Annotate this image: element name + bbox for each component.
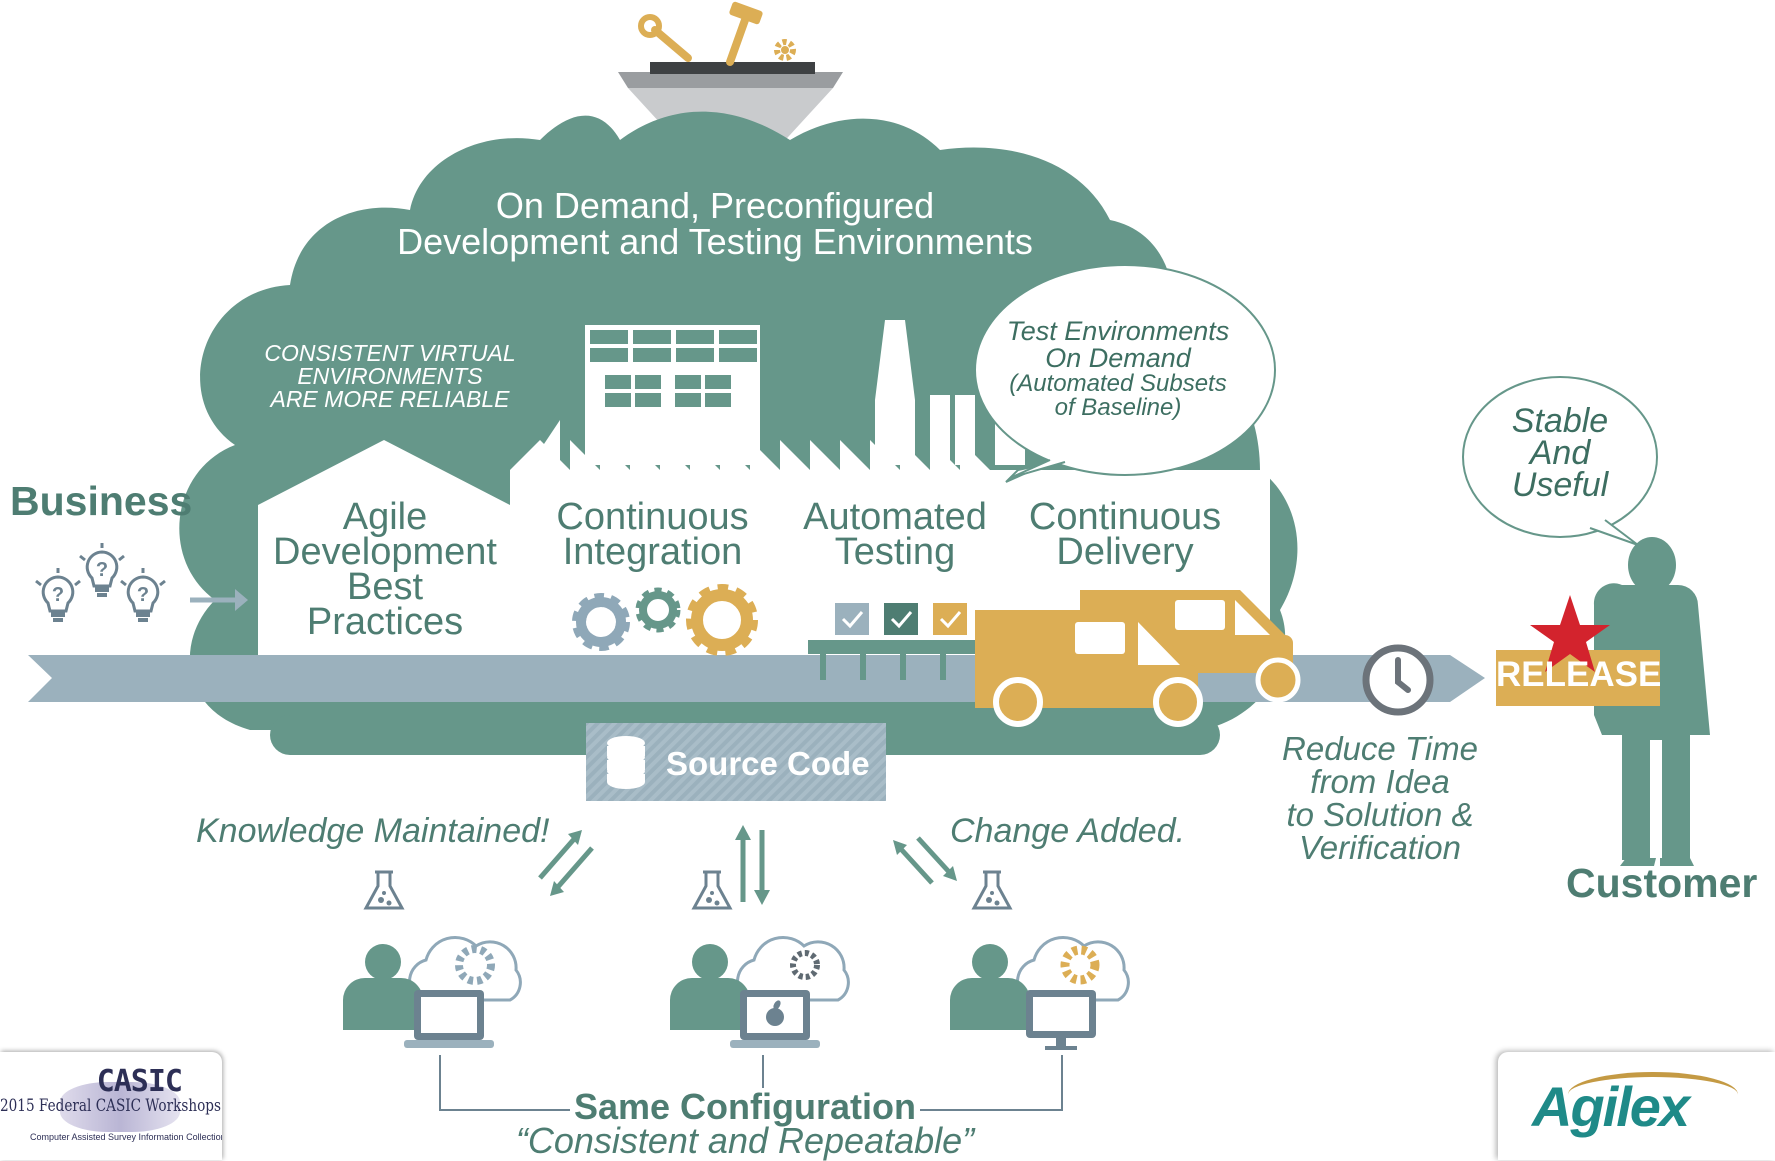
- agilex-logo: Agilex: [1498, 1052, 1775, 1160]
- reduce-time-text: Reduce Time from Idea to Solution & Veri…: [1270, 732, 1490, 864]
- stage-integration: Continuous Integration: [530, 496, 775, 573]
- customer-label: Customer: [1566, 860, 1758, 906]
- reduce-line4: Verification: [1298, 829, 1462, 866]
- flask-icon: [692, 870, 732, 910]
- hammer-icon: [726, 1, 763, 66]
- laptop-icon: [404, 990, 494, 1048]
- stage-testing-line2: Testing: [834, 531, 956, 573]
- virtual-line3: ARE MORE RELIABLE: [270, 386, 510, 412]
- checkbox-icon: [884, 603, 918, 635]
- source-code-label: Source Code: [666, 745, 870, 782]
- delivery-van-icon: [975, 610, 1203, 727]
- stage-agile-line4: Practices: [306, 601, 464, 643]
- consistent-repeatable-label: “Consistent and Repeatable”: [515, 1120, 975, 1161]
- stage-integration-line2: Integration: [562, 531, 743, 573]
- source-code-bar: [586, 723, 886, 801]
- reduce-line1: Reduce Time: [1282, 730, 1478, 767]
- gear-icon: [686, 584, 758, 656]
- apple-icon: [766, 1000, 784, 1026]
- business-label: Business: [10, 478, 193, 524]
- casic-logo-graphic: [60, 1082, 180, 1132]
- cloud-title-line2: Development and Testing Environments: [397, 221, 1033, 262]
- factory-windows: [590, 330, 757, 407]
- stage-testing: Automated Testing: [780, 496, 1010, 573]
- knowledge-label: Knowledge Maintained!: [196, 812, 550, 850]
- stage-testing-line1: Automated: [803, 496, 987, 538]
- reduce-line3: to Solution &: [1286, 796, 1474, 833]
- developer-workstation-2: [670, 935, 850, 1048]
- wrench-icon: [638, 14, 692, 62]
- database-icon: [607, 736, 645, 789]
- test-bubble-line4: of Baseline): [1054, 394, 1182, 421]
- same-configuration-label: Same Configuration: [570, 1088, 920, 1126]
- test-bubble-line3: (Automated Subsets: [1009, 370, 1227, 397]
- stage-integration-line1: Continuous: [556, 496, 749, 538]
- casic-logo-subtitle: 2015 Federal CASIC Workshops: [0, 1096, 221, 1116]
- virtual-environments-note: CONSISTENT VIRTUAL ENVIRONMENTS ARE MORE…: [230, 342, 550, 411]
- casic-logo: CASIC 2015 Federal CASIC Workshops Compu…: [0, 1052, 222, 1160]
- casic-logo-caption: Computer Assisted Survey Information Col…: [30, 1132, 222, 1142]
- agilex-swoosh: [1568, 1072, 1738, 1117]
- test-bubble-text: Test Environments On Demand (Automated S…: [968, 318, 1268, 420]
- small-gear-icon: [774, 39, 796, 61]
- laptop-icon: [730, 990, 820, 1048]
- cloud-title: On Demand, Preconfigured Development and…: [300, 188, 1130, 260]
- reduce-line2: from Idea: [1310, 763, 1450, 800]
- agilex-wordmark: Agilex: [1532, 1075, 1690, 1138]
- stable-bubble-text: Stable And Useful: [1455, 402, 1665, 504]
- gear-icon: [572, 593, 630, 651]
- test-bubble-line1: Test Environments: [1006, 316, 1230, 346]
- checkbox-icon: [933, 603, 967, 635]
- stage-delivery-line1: Continuous: [1028, 496, 1222, 538]
- gear-icon: [635, 587, 681, 633]
- test-bubble-line2: On Demand: [1045, 343, 1191, 373]
- release-label: RELEASE: [1496, 655, 1662, 694]
- integration-gears: [572, 584, 758, 656]
- stable-line3: Useful: [1511, 466, 1609, 504]
- casic-logo-title: CASIC: [96, 1064, 183, 1099]
- clock-icon: [1362, 644, 1434, 716]
- flask-icon: [364, 870, 404, 910]
- stage-agile-line1: Agile: [342, 496, 428, 538]
- stage-delivery: Continuous Delivery: [1010, 496, 1240, 573]
- stage-agile: Agile Development Best Practices: [258, 496, 512, 643]
- checkbox-icon: [835, 603, 869, 635]
- developer-workstation-1: [343, 935, 522, 1048]
- sync-arrows: [538, 825, 957, 905]
- change-label: Change Added.: [950, 812, 1186, 850]
- stage-delivery-line2: Delivery: [1056, 531, 1194, 573]
- star-icon: [1530, 595, 1610, 672]
- stable-line1: Stable: [1511, 402, 1609, 440]
- developer-workstation-3: [950, 935, 1130, 1050]
- flask-icon: [972, 870, 1012, 910]
- test-environments-bubble: [974, 264, 1276, 483]
- stable-bubble: [1462, 376, 1658, 546]
- virtual-line1: CONSISTENT VIRTUAL: [264, 340, 516, 366]
- stage-agile-line2: Development: [273, 531, 497, 573]
- stable-line2: And: [1529, 434, 1591, 472]
- stage-agile-line3: Best: [346, 566, 424, 608]
- virtual-line2: ENVIRONMENTS: [297, 363, 483, 389]
- monitor-icon: [1026, 990, 1096, 1050]
- business-arrow: [190, 589, 248, 611]
- lightbulb-icons: [34, 541, 167, 624]
- cloud-title-line1: On Demand, Preconfigured: [495, 185, 935, 226]
